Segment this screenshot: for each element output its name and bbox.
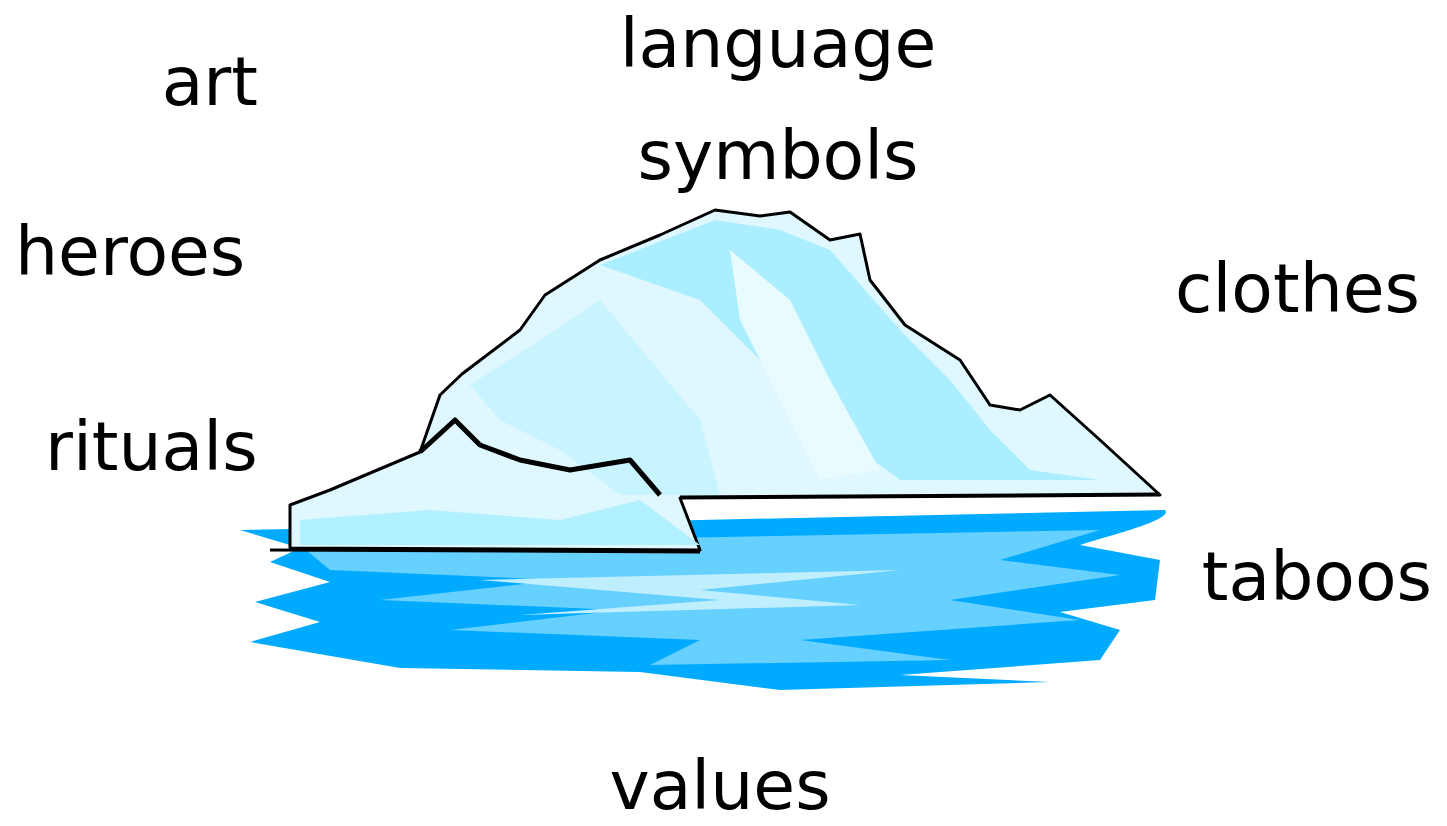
culture-label: heroes	[15, 218, 245, 286]
iceberg	[290, 210, 1160, 550]
culture-label: taboos	[1202, 543, 1432, 611]
culture-label: art	[162, 48, 258, 116]
waterline	[270, 494, 1160, 552]
culture-label: clothes	[1175, 255, 1420, 323]
culture-label: rituals	[45, 413, 258, 481]
culture-label: language	[620, 10, 937, 78]
culture-label: values	[609, 752, 830, 820]
iceberg-facet	[730, 250, 880, 480]
iceberg-facet	[300, 500, 700, 545]
iceberg-ridge	[420, 420, 660, 495]
culture-label: symbols	[638, 122, 919, 190]
water-pale	[480, 570, 900, 615]
